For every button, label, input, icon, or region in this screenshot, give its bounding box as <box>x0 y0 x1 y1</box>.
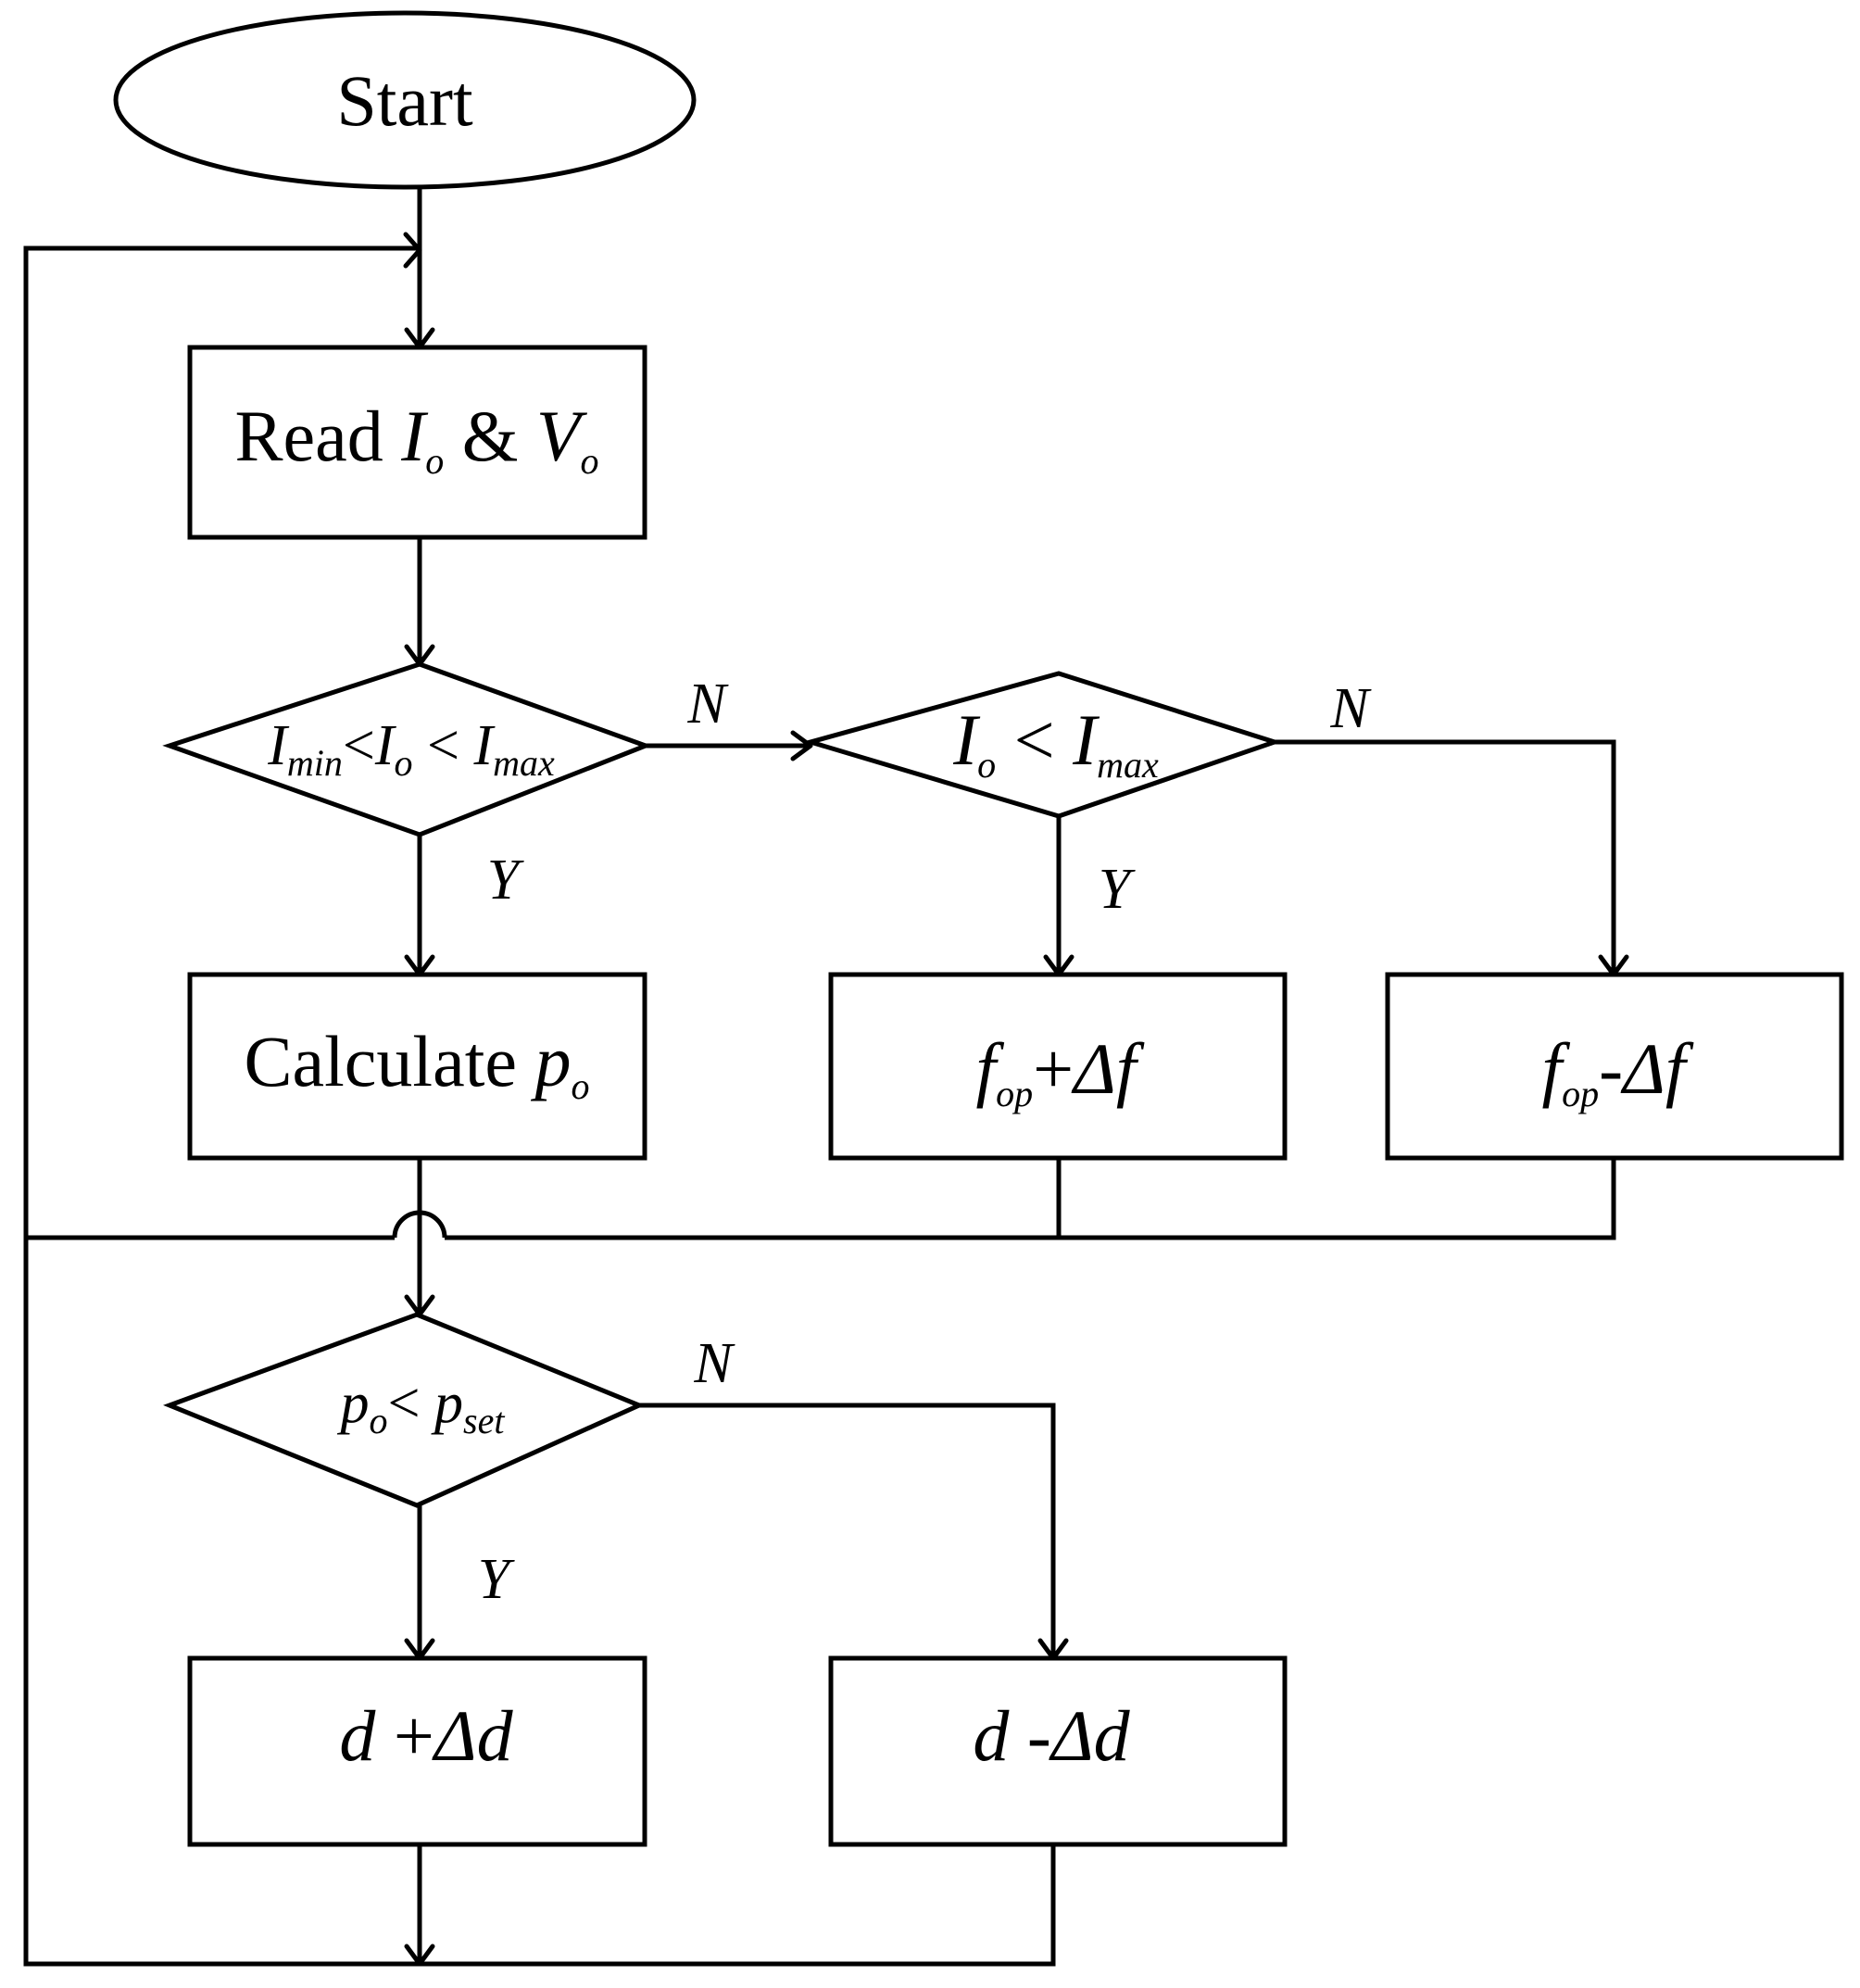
arrow-head-freq-down <box>1598 954 1629 977</box>
start-label: Start <box>336 60 473 141</box>
edge-max-no <box>1275 739 1616 975</box>
duty-down-node: d -Δd <box>828 1655 1288 1847</box>
edge-power-no <box>639 1403 1056 1658</box>
freq-down-label: fop-Δf <box>1541 1028 1693 1114</box>
max-check-node: Io < Imax <box>801 671 1282 819</box>
power-check-no-label: N <box>693 1332 735 1395</box>
edge-freq-down-out <box>445 1158 1616 1240</box>
range-check-no-label: N <box>686 673 729 736</box>
edge-labels: N Y N Y N Y <box>478 673 1373 1611</box>
read-label: Read Io & Vo <box>234 396 598 482</box>
arrow-head-duty-up <box>404 1638 435 1661</box>
max-check-yes-label: Y <box>1099 858 1136 921</box>
duty-up-node: d +Δd <box>187 1655 647 1847</box>
freq-down-node: fop-Δf <box>1385 972 1844 1161</box>
range-check-yes-label: Y <box>487 849 524 912</box>
arrow-head-bottom-merge <box>404 1944 435 1967</box>
max-check-label: Io < Imax <box>952 699 1159 786</box>
arrow-head-max-check <box>790 730 813 761</box>
calculate-node: Calculate po <box>187 972 647 1161</box>
power-check-node: po< pset <box>163 1312 646 1508</box>
arrow-head-power-check <box>404 1294 435 1317</box>
arrow-head-range-check <box>404 644 435 667</box>
edge-feedback-loop <box>23 245 420 1240</box>
power-check-label: po< pset <box>337 1372 506 1441</box>
range-check-node: Imin<Io < Imax <box>162 661 653 837</box>
arrow-head-freq-up <box>1043 954 1075 977</box>
start-node: Start <box>113 10 697 190</box>
freq-up-node: fop+Δf <box>828 972 1288 1161</box>
connectors <box>23 187 1629 1967</box>
range-check-label: Imin<Io < Imax <box>267 714 555 784</box>
max-check-no-label: N <box>1329 677 1372 740</box>
power-check-yes-label: Y <box>478 1548 515 1611</box>
arrow-head-duty-down <box>1037 1638 1069 1661</box>
edge-duty-down-out <box>23 1238 1056 1967</box>
duty-up-label: d +Δd <box>339 1695 513 1776</box>
calculate-label: Calculate po <box>244 1021 589 1107</box>
arrow-head-read <box>404 327 435 350</box>
read-node: Read Io & Vo <box>187 345 647 540</box>
duty-down-label: d -Δd <box>973 1695 1130 1776</box>
arrow-head-calculate <box>404 954 435 977</box>
freq-up-label: fop+Δf <box>975 1028 1144 1114</box>
